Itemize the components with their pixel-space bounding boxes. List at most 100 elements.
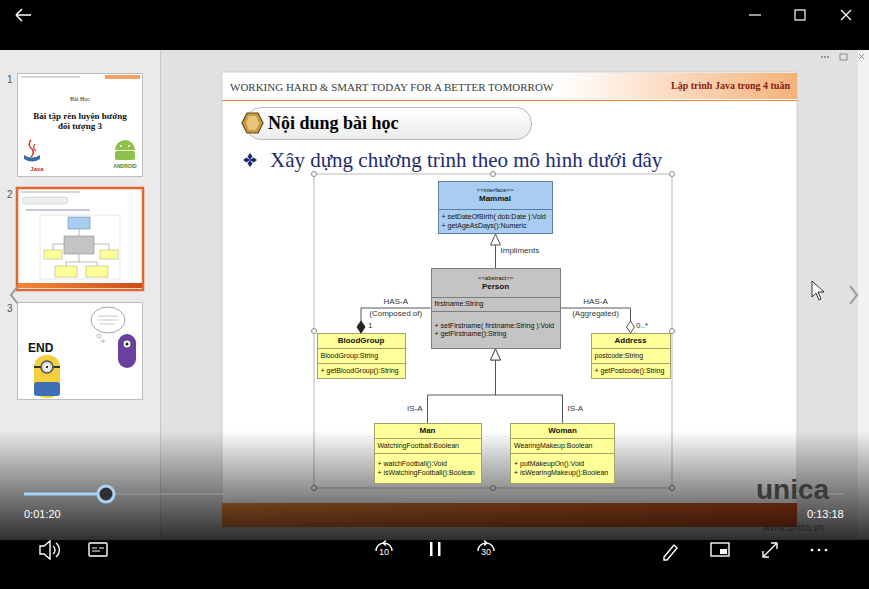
edge-label: Impliments [501,245,540,257]
edge-label-slot: HAS-A (Composed of) [367,296,425,320]
multiplicity: 1 [368,321,372,331]
pause-icon [438,542,441,556]
yellow-minion [34,355,60,398]
slide-header: WORKING HARD & SMART TODAY FOR A BETTER … [230,80,553,94]
selection-handle [670,172,675,177]
close-icon [859,54,864,59]
menu-dot [824,56,826,58]
menu-dot [827,56,829,58]
edge-label: IS-A [568,403,584,415]
compartment: WatchingFootball:Boolean [375,438,481,453]
uml-connector [495,234,496,268]
text-slot: Xây dựng chương trình theo mô hình dưới … [270,147,662,173]
logo-caption: ANDROID [108,163,142,169]
class-member: + getBloodGroup():String [321,367,402,376]
class-member: postcode:String [595,352,667,361]
mini-box [64,236,94,254]
edge-label-slot: IS-A [407,403,423,415]
slide-thumbnail: Bài HọcBài tập rèn luyện hướng đối tượng… [17,73,143,177]
selection-handle [312,172,317,177]
edge-label: IS-A [407,403,423,415]
class-box: ManWatchingFootball:Boolean + watchFootba… [374,423,482,484]
header-rule [222,100,797,101]
thumbnail-ground [17,73,143,177]
more-icon [825,549,828,552]
speech-cloud [91,307,125,333]
text-slot: Nội dung bài học [268,112,399,134]
window-icon [840,54,847,60]
text-slot: Bài tập rèn luyện hướng đối tượng 3 [28,111,132,131]
class-member: + getAgeAsDays():Numeric [442,222,549,231]
hexagon-icon [242,113,263,133]
thumbnail-header [21,192,80,193]
class-member: WatchingFootball:Boolean [378,442,478,451]
mini-box [55,266,77,277]
more-icon [818,549,821,552]
compartment: Address [592,334,670,348]
label-slot: unica [756,476,829,504]
compartment: Woman [511,424,614,438]
purple-minion [123,340,131,348]
java-logo [24,155,40,162]
logo-caption: Java [22,166,52,173]
yellow-minion [46,366,48,368]
edge-label-slot: Impliments [501,245,540,257]
compartment: + watchFootball():Void+ isWatchingFootba… [375,453,481,483]
label-slot: 0:13:18 [807,508,844,520]
java-logo [29,140,33,157]
miniplayer-icon [720,549,727,554]
class-member: + setDateOfBirth( dob:Date ):Void [442,213,549,222]
yellow-minion [34,382,60,396]
class-member: + isWatchingFootball():Boolean [378,469,478,478]
mini-box [44,250,62,259]
compartment: + getPostcode():String [592,363,670,378]
thumbnail-subtitle: Bài Học [18,96,142,103]
speech-scribble [98,316,118,324]
class-box: WomanWearingMakeup:Boolean + putMakeupOn(… [510,423,615,484]
control-bar [0,540,869,589]
class-name: Address [595,336,667,346]
end-text: END [28,341,53,355]
slide-number: 2 [7,189,13,200]
android-logo [120,145,122,147]
mini-box [86,266,108,277]
thumbnail-header [21,77,80,78]
close-icon [841,10,851,20]
mini-footer [18,283,142,288]
yellow-minion [41,361,53,373]
compartment: BloodGroup [318,334,405,348]
class-member: + putMakeupOn():Void [514,460,611,469]
class-member: WearingMakeup:Boolean [514,442,611,451]
compartment: + putMakeupOn():Void+ isWearingMakeup():… [511,453,614,483]
progress-knob [98,486,114,502]
stereotype: <<interface>> [442,187,549,194]
compartment: postcode:String [592,348,670,363]
compartment: <<abstract>>Person [432,269,560,297]
heading-box: Nội dung bài học [245,107,532,140]
pen-icon [664,545,677,560]
class-box: BloodGroupBloodGroup:String+ getBloodGro… [317,333,406,379]
miniplayer-icon [711,543,729,556]
thumbnail-header [105,75,140,79]
stereotype: <<abstract>> [435,275,557,282]
class-member: + isWearingMakeup():Boolean [514,469,611,478]
class-member: firstname:String [435,300,557,309]
label-slot: 30 [481,548,491,557]
class-name: Person [435,282,557,292]
title-bar [0,0,869,50]
abstract-class: <<abstract>>Personfirstname:String+ setF… [431,268,561,349]
volume-icon [53,543,59,557]
text-slot: ANDROID [108,163,142,169]
volume-icon [40,541,50,559]
next-chevron [850,286,857,304]
slide-thumbnail: END [17,302,143,400]
class-name: Man [378,426,478,436]
bullet-symbol [243,153,257,167]
speech-tail [97,334,101,338]
uml-connector [496,349,563,423]
mini-connector [53,229,109,266]
label-slot: 2 [7,189,13,200]
bullet-text: Xây dựng chương trình theo mô hình dưới … [270,147,662,173]
more-icon [811,549,814,552]
